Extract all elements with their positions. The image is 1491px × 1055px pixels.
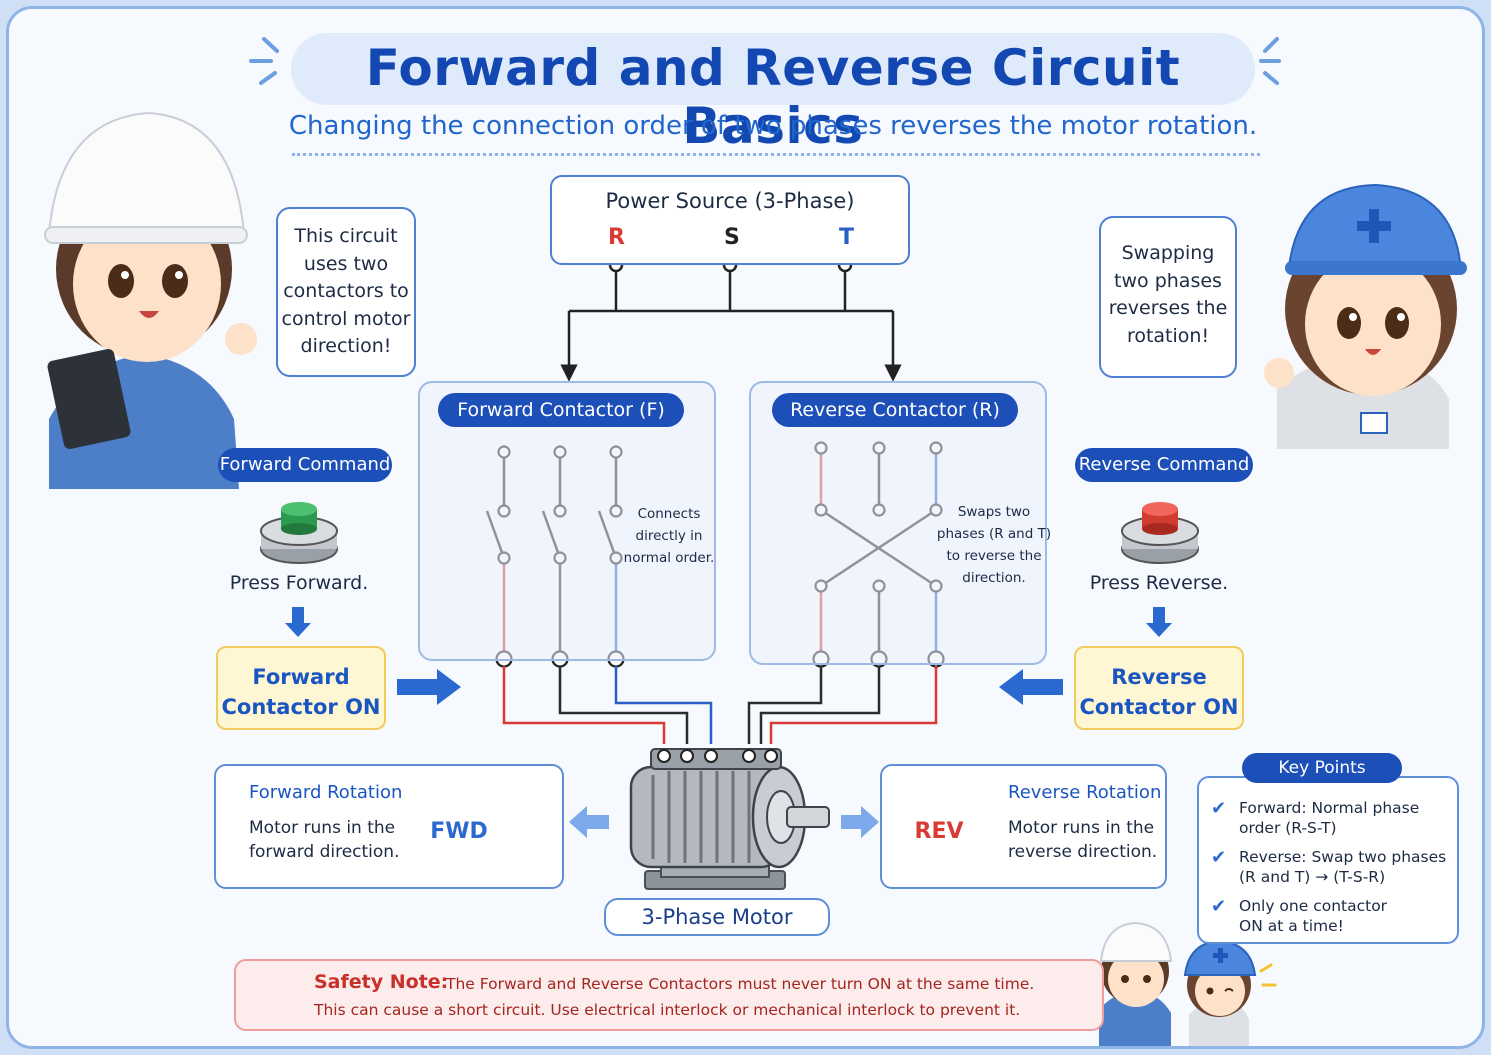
note-line: Swaps two [957, 504, 1031, 520]
right-bubble-line: rotation! [1126, 324, 1210, 347]
forward-command-caption: Press Forward. [229, 572, 369, 594]
left-bubble-line: uses two [303, 252, 389, 275]
text-line: reverse direction. [1008, 842, 1158, 862]
left-bubble-line: direction! [300, 335, 392, 357]
note-line: Connects [637, 506, 701, 522]
note-line: direction. [962, 570, 1026, 586]
forward-rotation-title: Forward Rotation [249, 782, 403, 803]
motor-label: 3-Phase Motor [604, 898, 830, 936]
state-line: Contactor ON [1079, 695, 1239, 719]
rev-badge: REV [914, 819, 964, 844]
reverse-command-caption: Press Reverse. [1089, 572, 1229, 594]
reverse-rotation-box: REV Reverse Rotation Motor runs in the r… [880, 764, 1167, 889]
safety-line-2: This can cause a short circuit. Use elec… [314, 1001, 1021, 1019]
note-line: directly in [635, 528, 703, 544]
reverse-push-button[interactable] [1121, 502, 1199, 564]
engineer-character-right [1264, 183, 1467, 449]
power-source-label: Power Source (3-Phase) [605, 189, 855, 213]
state-line: Reverse [1111, 665, 1207, 689]
kp-line: Reverse: Swap two phases [1239, 848, 1447, 866]
key-point-item: Forward: Normal phase order (R-S-T) [1239, 798, 1419, 838]
left-speech-bubble: This circuit uses two contactors to cont… [276, 207, 416, 377]
note-line: phases (R and T) [936, 526, 1052, 542]
note-line: normal order. [623, 550, 715, 566]
kp-line: Only one contactor [1239, 897, 1388, 915]
left-bubble-line: contactors to [283, 280, 409, 302]
forward-rotation-text: Motor runs in the forward direction. [249, 816, 400, 864]
text-line: forward direction. [249, 842, 400, 862]
check-icon: ✔ [1211, 798, 1227, 819]
kp-line: ON at a time! [1239, 917, 1344, 935]
kp-line: order (R-S-T) [1239, 819, 1337, 837]
left-bubble-line: This circuit [294, 225, 398, 247]
phase-s-label: S [724, 225, 740, 250]
right-bubble-line: reverses the [1108, 297, 1228, 319]
kp-line: Forward: Normal phase [1239, 799, 1420, 817]
reverse-contactor-panel [749, 381, 1047, 665]
text-line: Motor runs in the [249, 818, 396, 838]
forward-contactor-on-box: Forward Contactor ON [216, 646, 386, 730]
left-bubble-line: control motor [281, 307, 411, 330]
infographic-frame: Forward and Reverse Circuit Basics Chang… [6, 6, 1485, 1049]
reverse-rotation-text: Motor runs in the reverse direction. [1008, 816, 1157, 864]
key-point-item: Reverse: Swap two phases (R and T) → (T-… [1239, 847, 1446, 887]
right-bubble-line: two phases [1114, 269, 1222, 292]
forward-rotation-box: Forward Rotation Motor runs in the forwa… [214, 764, 564, 889]
key-points-box: ✔ Forward: Normal phase order (R-S-T) ✔ … [1197, 776, 1459, 944]
note-line: to reverse the [946, 548, 1042, 564]
title-sparkles [249, 37, 1281, 85]
forward-contactor-panel [418, 381, 716, 661]
reverse-contactor-on-box: Reverse Contactor ON [1074, 646, 1244, 730]
safety-label: Safety Note: [314, 971, 449, 993]
forward-contactor-note: Connects directly in normal order. [621, 503, 717, 569]
reverse-contactor-note: Swaps two phases (R and T) to reverse th… [935, 501, 1053, 589]
right-speech-bubble: Swapping two phases reverses the rotatio… [1099, 216, 1237, 378]
reverse-command-badge: Reverse Command [1075, 448, 1253, 482]
engineer-character-left [44, 111, 257, 489]
power-source-box: Power Source (3-Phase) R S T [550, 175, 910, 265]
reverse-contactor-label: Reverse Contactor (R) [772, 393, 1018, 427]
kp-line: (R and T) → (T-S-R) [1239, 868, 1386, 886]
page-title: Forward and Reverse Circuit Basics [365, 39, 1181, 155]
dotted-divider [292, 153, 1260, 156]
state-line: Forward [252, 665, 350, 689]
state-line: Contactor ON [221, 695, 381, 719]
flow-arrows [285, 607, 1172, 705]
reverse-rotation-title: Reverse Rotation [1008, 782, 1162, 803]
right-bubble-line: Swapping [1121, 242, 1215, 264]
text-line: Motor runs in the [1008, 818, 1155, 838]
check-icon: ✔ [1211, 847, 1227, 868]
page-subtitle: Changing the connection order of two pha… [288, 111, 1258, 141]
forward-contactor-label: Forward Contactor (F) [438, 393, 684, 427]
key-point-item: Only one contactor ON at a time! [1239, 896, 1387, 936]
forward-command-badge: Forward Command [218, 448, 392, 482]
safety-line-1: The Forward and Reverse Contactors must … [446, 975, 1035, 993]
check-icon: ✔ [1211, 896, 1227, 917]
key-points-title: Key Points [1242, 753, 1402, 783]
motor-illustration [629, 748, 830, 890]
phase-t-label: T [839, 225, 855, 250]
forward-push-button[interactable] [260, 502, 338, 564]
fwd-badge: FWD [430, 819, 488, 844]
safety-note-box: Safety Note: The Forward and Reverse Con… [234, 959, 1104, 1031]
phase-r-label: R [608, 225, 625, 250]
title-pill [291, 33, 1255, 105]
